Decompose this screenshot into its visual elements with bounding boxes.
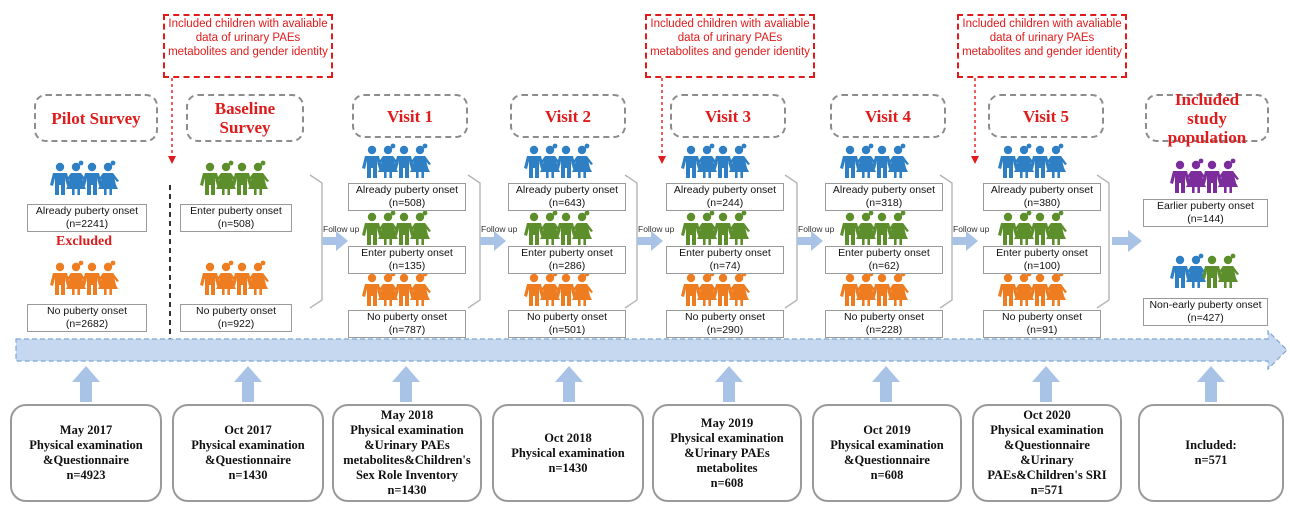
bracket — [784, 174, 798, 309]
group-label: Already puberty onset(n=318) — [825, 183, 943, 211]
bracket — [309, 174, 323, 309]
child-figure-icon — [1170, 159, 1239, 193]
up-arrow-icon — [872, 366, 900, 402]
title-visit-2: Visit 2 — [510, 94, 626, 138]
follow-up-label: Follow up — [798, 224, 835, 234]
timeline-arrow-icon — [15, 329, 1288, 371]
timepoint-box: Included:n=571 — [1138, 404, 1284, 502]
child-figure-icon — [362, 272, 431, 306]
child-figure-icon — [840, 272, 909, 306]
child-figure-icon — [681, 211, 750, 245]
follow-up-arrow-icon — [480, 231, 506, 251]
follow-up-arrow-icon — [1112, 230, 1142, 252]
group-label: Enter puberty onset(n=508) — [180, 204, 292, 232]
note-arrow-head-icon — [658, 156, 666, 164]
group-label: No puberty onset(n=2682) — [27, 304, 147, 332]
child-figure-icon — [998, 144, 1067, 178]
inclusion-note: Included children with avaliable data of… — [163, 14, 333, 78]
child-figure-icon — [524, 272, 593, 306]
group-label: No puberty onset(n=91) — [983, 310, 1101, 338]
group-label: Enter puberty onset(n=286) — [508, 246, 626, 274]
child-figure-icon — [681, 272, 750, 306]
bracket — [624, 174, 638, 309]
follow-up-arrow-icon — [637, 231, 663, 251]
title-visit-3: Visit 3 — [670, 94, 786, 138]
note-arrow-head-icon — [971, 156, 979, 164]
child-figure-icon — [1170, 253, 1239, 288]
child-figure-icon — [681, 144, 750, 178]
group-label: Enter puberty onset(n=74) — [666, 246, 784, 274]
group-label: Already puberty onset(n=508) — [348, 183, 466, 211]
follow-up-arrow-icon — [322, 231, 348, 251]
group-label: Enter puberty onset(n=62) — [825, 246, 943, 274]
up-arrow-icon — [1197, 366, 1225, 402]
group-label: Enter puberty onset(n=135) — [348, 246, 466, 274]
group-label: Already puberty onset(n=380) — [983, 183, 1101, 211]
group-label: No puberty onset(n=922) — [180, 304, 292, 332]
follow-up-label: Follow up — [481, 224, 518, 234]
child-figure-icon — [200, 161, 269, 195]
group-label: Already puberty onset(n=643) — [508, 183, 626, 211]
group-label: Non-early puberty onset(n=427) — [1143, 298, 1268, 326]
group-label: No puberty onset(n=501) — [508, 310, 626, 338]
bracket — [467, 174, 481, 309]
child-figure-icon — [840, 211, 909, 245]
note-arrow-head-icon — [168, 156, 176, 164]
child-figure-icon — [50, 161, 119, 195]
follow-up-label: Follow up — [953, 224, 990, 234]
title-visit-4: Visit 4 — [830, 94, 946, 138]
inclusion-note: Included children with avaliable data of… — [957, 14, 1127, 78]
child-figure-icon — [524, 211, 593, 245]
group-label: No puberty onset(n=228) — [825, 310, 943, 338]
inclusion-note: Included children with avaliable data of… — [645, 14, 815, 78]
child-figure-icon — [50, 261, 119, 295]
up-arrow-icon — [555, 366, 583, 402]
child-figure-icon — [998, 272, 1067, 306]
excluded-label: Excluded — [56, 234, 113, 249]
group-label: No puberty onset(n=290) — [666, 310, 784, 338]
follow-up-arrow-icon — [797, 231, 823, 251]
group-label: Earlier puberty onset(n=144) — [1143, 199, 1268, 227]
bracket — [1096, 174, 1110, 309]
title-pilot-survey: Pilot Survey — [34, 94, 158, 142]
group-label: No puberty onset(n=787) — [348, 310, 466, 338]
child-figure-icon — [524, 144, 593, 178]
up-arrow-icon — [1032, 366, 1060, 402]
child-figure-icon — [362, 211, 431, 245]
group-label: Already puberty onset(n=2241) — [27, 204, 147, 232]
child-figure-icon — [840, 144, 909, 178]
title-visit-5: Visit 5 — [988, 94, 1104, 138]
child-figure-icon — [362, 144, 431, 178]
group-label: Already puberty onset(n=244) — [666, 183, 784, 211]
up-arrow-icon — [392, 366, 420, 402]
title-visit-1: Visit 1 — [352, 94, 468, 138]
up-arrow-icon — [234, 366, 262, 402]
child-figure-icon — [998, 211, 1067, 245]
follow-up-arrow-icon — [952, 231, 978, 251]
follow-up-label: Follow up — [323, 224, 360, 234]
title-included-study-population: Included study population — [1145, 90, 1269, 147]
up-arrow-icon — [72, 366, 100, 402]
group-label: Enter puberty onset(n=100) — [983, 246, 1101, 274]
title-baseline-survey: Baseline Survey — [186, 94, 304, 142]
child-figure-icon — [200, 261, 269, 295]
follow-up-label: Follow up — [638, 224, 675, 234]
up-arrow-icon — [715, 366, 743, 402]
